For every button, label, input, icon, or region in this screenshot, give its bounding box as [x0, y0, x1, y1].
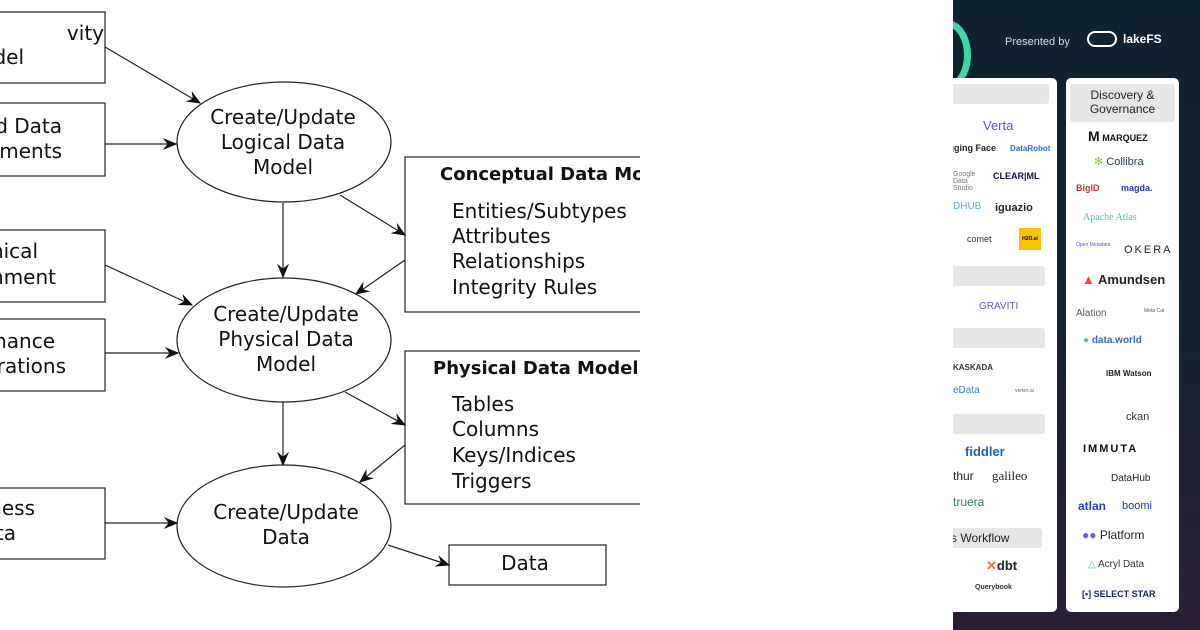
- process-label: Physical Data: [218, 327, 353, 351]
- logo-marquez: M MARQUEZ: [1088, 128, 1148, 144]
- physical-title: Physical Data Model: [433, 358, 639, 379]
- category-header: [953, 414, 1045, 434]
- category-header: Discovery & Governance: [1070, 84, 1175, 122]
- logo-okera: OKERA: [1124, 244, 1173, 256]
- input-label: nment: [0, 265, 56, 289]
- logo-immuta: IMMUTA: [1083, 443, 1139, 455]
- arrows: [104, 46, 451, 567]
- process-label: Logical Data: [221, 130, 345, 154]
- axolotl-icon: [1087, 31, 1117, 47]
- conceptual-item: Attributes: [452, 224, 551, 248]
- logo-alation: Alation: [1076, 308, 1107, 319]
- logo-collibra: ✻ Collibra: [1094, 156, 1144, 168]
- input-label: del: [0, 45, 24, 69]
- logo-amundsen: ▲ Amundsen: [1082, 272, 1166, 287]
- left-category-card: Verta ugging Face DataRobot Google Data …: [953, 78, 1057, 612]
- logo-edata: eData: [953, 385, 980, 396]
- logo-atlan: atlan: [1078, 499, 1107, 513]
- discovery-governance-card: Discovery & Governance M MARQUEZ ✻ Colli…: [1066, 78, 1179, 612]
- logo-boomi: boomi: [1122, 500, 1152, 512]
- process-label: Create/Update: [213, 500, 359, 524]
- logo-clearml: CLEAR|ML: [993, 171, 1040, 181]
- logo-datahub: DataHub: [1111, 473, 1151, 484]
- input-box: [0, 229, 106, 303]
- logo-fiddler: fiddler: [965, 444, 1005, 459]
- logo-apache-atlas: Apache Atlas: [1083, 212, 1137, 223]
- conceptual-title: Conceptual Data Mo: [440, 164, 640, 185]
- input-box: [0, 318, 106, 392]
- logo-comet: comet: [967, 234, 992, 244]
- logo-ckan: ckan: [1126, 411, 1150, 423]
- input-label: ta: [0, 521, 16, 545]
- logo-h2o: H2O.ai: [1019, 228, 1041, 250]
- logo-dhub: DHUB: [953, 201, 982, 212]
- process-label: Data: [262, 525, 310, 549]
- physical-item: Tables: [451, 392, 514, 416]
- input-label: nical: [0, 239, 38, 263]
- mlops-landscape-panel: Presented by lakeFS Verta ugging Face Da…: [953, 0, 1200, 630]
- presented-by-label: Presented by: [1005, 36, 1070, 48]
- logo-graviti: GRAVITI: [979, 301, 1019, 312]
- logo-metacat: Meta Cat: [1144, 308, 1165, 314]
- physical-item: Triggers: [451, 469, 531, 493]
- logo-hugging-face: ugging Face: [953, 143, 997, 153]
- input-label: ements: [0, 139, 62, 163]
- category-header-workflow: s Workflow: [953, 528, 1042, 548]
- logo-google-data-studio: Google Data Studio: [953, 171, 976, 192]
- conceptual-item: Integrity Rules: [452, 275, 597, 299]
- input-label: rations: [0, 354, 66, 378]
- input-box: [0, 102, 106, 177]
- input-label: mance: [0, 329, 55, 353]
- logo-ibm-watson: IBM Watson: [1106, 369, 1152, 378]
- input-label: ness: [0, 496, 35, 520]
- lakefs-logo: lakeFS: [1087, 31, 1162, 47]
- logo-iguazio: iguazio: [995, 202, 1033, 214]
- logo-datarobot: DataRobot: [1010, 144, 1051, 153]
- logo-vertex-ai: vertex.ai: [1015, 388, 1034, 394]
- logo-dbt: ✕dbt: [986, 558, 1018, 573]
- output-label: Data: [501, 551, 549, 575]
- logo-galileo: galileo: [992, 468, 1028, 483]
- logo-querybook: Querybook: [975, 584, 1012, 591]
- logo-select-star: [•] SELECT STAR: [1082, 589, 1156, 599]
- logo-open-metadata: Open Metadata: [1076, 242, 1111, 248]
- logo-acryl-data: △ Acryl Data: [1088, 559, 1145, 570]
- conceptual-item: Entities/Subtypes: [452, 199, 627, 223]
- conceptual-item: Relationships: [452, 249, 585, 273]
- category-header: [953, 266, 1045, 286]
- category-header: [953, 328, 1045, 348]
- process-label: Model: [253, 155, 313, 179]
- logo-truera: truera: [953, 495, 985, 509]
- logo-arthur: thur: [953, 469, 974, 483]
- logo-verta: Verta: [983, 118, 1014, 133]
- input-label: d Data: [0, 114, 62, 138]
- data-modeling-diagram: vity del d Data ements nical nment mance…: [0, 11, 640, 588]
- process-label: Create/Update: [213, 302, 359, 326]
- logo-bigid: BigID: [1076, 183, 1100, 193]
- logo-magda: magda.: [1121, 183, 1153, 193]
- process-label: Create/Update: [210, 105, 356, 129]
- input-label: vity: [67, 21, 104, 45]
- physical-item: Keys/Indices: [452, 443, 576, 467]
- physical-model-box: [404, 350, 640, 505]
- logo-platform: ●● Platform: [1082, 528, 1145, 542]
- category-header: [953, 84, 1049, 104]
- process-label: Model: [256, 352, 316, 376]
- physical-item: Columns: [452, 417, 539, 441]
- logo-kaskada: KASKADA: [953, 363, 993, 372]
- logo-data-world: ● data.world: [1083, 335, 1142, 346]
